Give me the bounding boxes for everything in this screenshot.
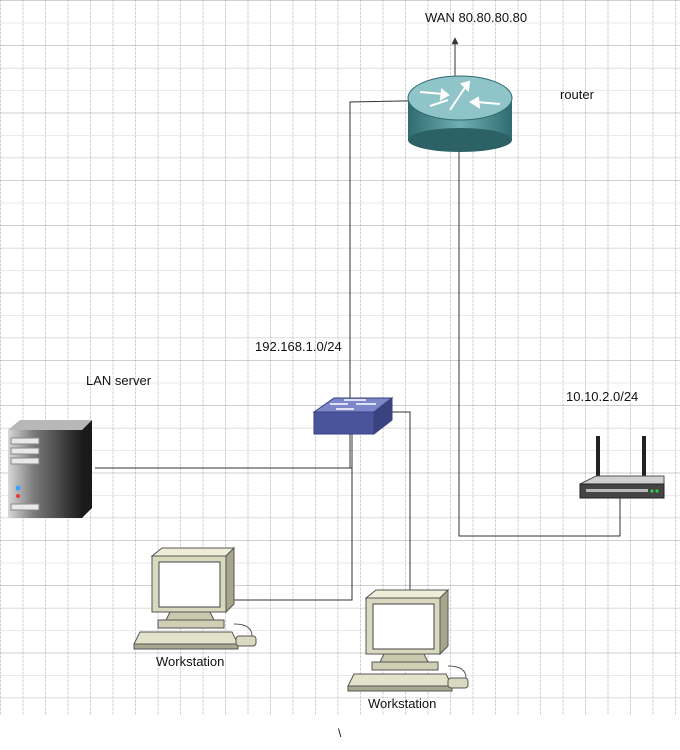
- workstation-2-label: Workstation: [368, 696, 437, 711]
- workstation-icon[interactable]: [133, 546, 257, 650]
- server-icon[interactable]: [8, 420, 92, 518]
- lan-server-label: LAN server: [86, 373, 152, 388]
- router-icon[interactable]: [407, 75, 513, 152]
- canvas-margin: [0, 715, 680, 750]
- lan-subnet-label: 192.168.1.0/24: [255, 339, 342, 354]
- link-ap-router: [455, 103, 621, 537]
- switch-icon[interactable]: [312, 396, 394, 436]
- workstation-1-label: Workstation: [156, 654, 225, 669]
- wifi-subnet-label: 10.10.2.0/24: [566, 389, 639, 404]
- wireless-router-icon[interactable]: [579, 436, 665, 499]
- link-server-switch: [95, 417, 356, 469]
- wan-address-label: WAN 80.80.80.80: [425, 10, 528, 25]
- diagram-canvas: [0, 0, 680, 715]
- stray-mark: \: [338, 726, 342, 740]
- router-label: router: [560, 87, 594, 102]
- workstation-icon[interactable]: [347, 588, 469, 692]
- link-switch-workstation-1: [197, 418, 353, 604]
